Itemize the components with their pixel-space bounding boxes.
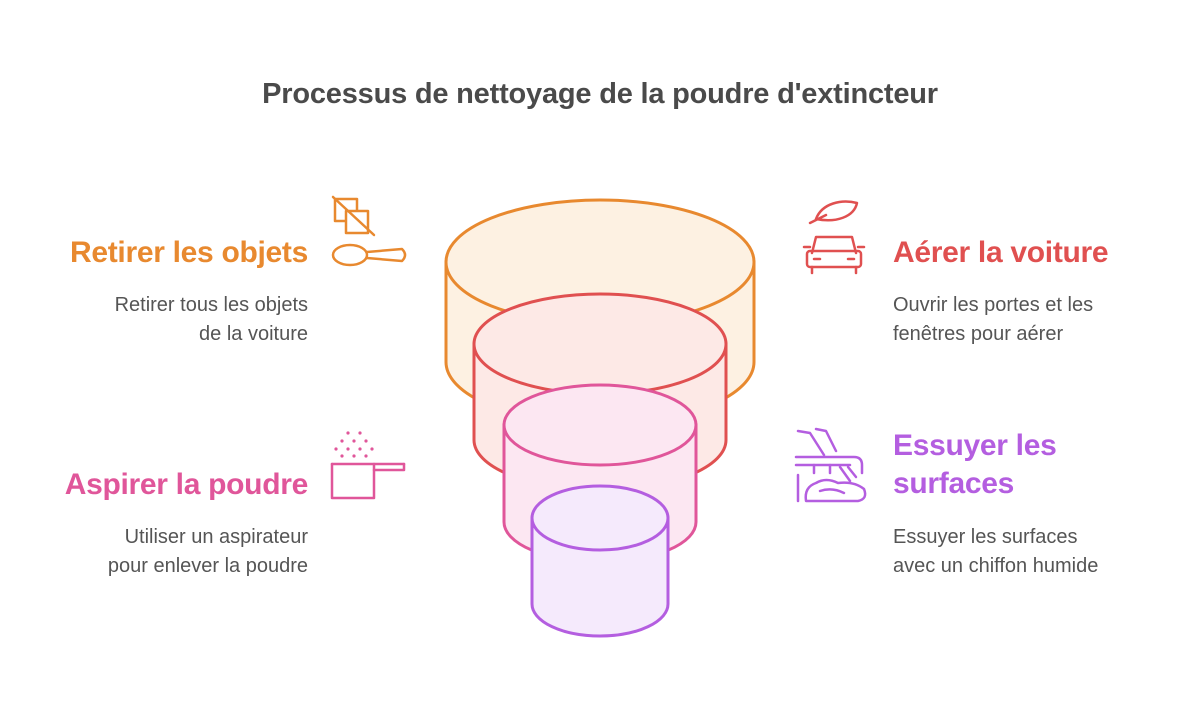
- step-vacuum-desc-line1: Utiliser un aspirateur: [124, 526, 308, 548]
- step-vacuum-heading: Aspirer la poudre: [64, 468, 309, 501]
- step-wipe-description: Essuyer les surfaces avec un chiffon hum…: [893, 523, 1193, 581]
- step-ventilate-heading: Aérer la voiture: [893, 236, 1109, 269]
- step-ventilate-desc-line1: Ouvrir les portes et les: [893, 294, 1094, 316]
- seat-wiping-icon: [794, 427, 867, 503]
- step-remove-desc-line2: de la voiture: [199, 323, 308, 345]
- powder-cup-icon: [330, 431, 406, 500]
- step-wipe-desc-line2: avec un chiffon humide: [893, 555, 1099, 577]
- removing-objects-icon: [331, 195, 407, 267]
- step-wipe-heading: Essuyer les surfaces: [893, 427, 1193, 503]
- step-vacuum-desc-line2: pour enlever la poudre: [107, 555, 308, 577]
- diagram-title: Processus de nettoyage de la poudre d'ex…: [262, 78, 938, 110]
- step-ventilate-description: Ouvrir les portes et les fenêtres pour a…: [893, 291, 1193, 349]
- car-leaf-icon: [802, 200, 866, 275]
- cylinder-purple: [530, 484, 670, 638]
- step-vacuum-description: Utiliser un aspirateur pour enlever la p…: [40, 523, 308, 581]
- step-remove-heading: Retirer les objets: [69, 236, 308, 269]
- step-wipe-heading-line2: surfaces: [893, 467, 1015, 500]
- step-wipe-heading-line1: Essuyer les: [893, 429, 1057, 462]
- step-wipe-desc-line1: Essuyer les surfaces: [893, 526, 1078, 548]
- step-remove-description: Retirer tous les objets de la voiture: [40, 291, 308, 349]
- step-ventilate-desc-line2: fenêtres pour aérer: [893, 323, 1064, 345]
- step-remove-desc-line1: Retirer tous les objets: [114, 294, 308, 316]
